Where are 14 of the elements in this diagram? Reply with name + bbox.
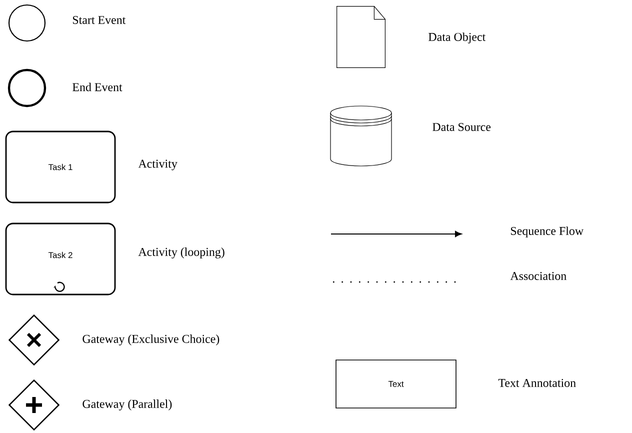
symbol-label: Data Source [432,122,491,131]
symbol-label: Activity (looping) [138,248,224,258]
symbol-label: Gateway (Parallel) [82,400,172,410]
annotation-box: Text [336,360,456,408]
legend-label: Association [510,272,566,280]
symbol-label: Text Annotation [498,378,576,387]
legend-label: Sequence Flow [511,226,584,238]
symbol-label: Data Object [428,32,486,44]
task-box: Task 2 [5,222,116,296]
symbol-label: Start Event [73,16,126,24]
symbol-label: End Event [72,82,122,92]
symbol-label: Activity [138,160,178,170]
task-box: Task 1 [5,130,116,204]
symbol-label: Gateway (Exclusive Choice) [82,334,220,346]
